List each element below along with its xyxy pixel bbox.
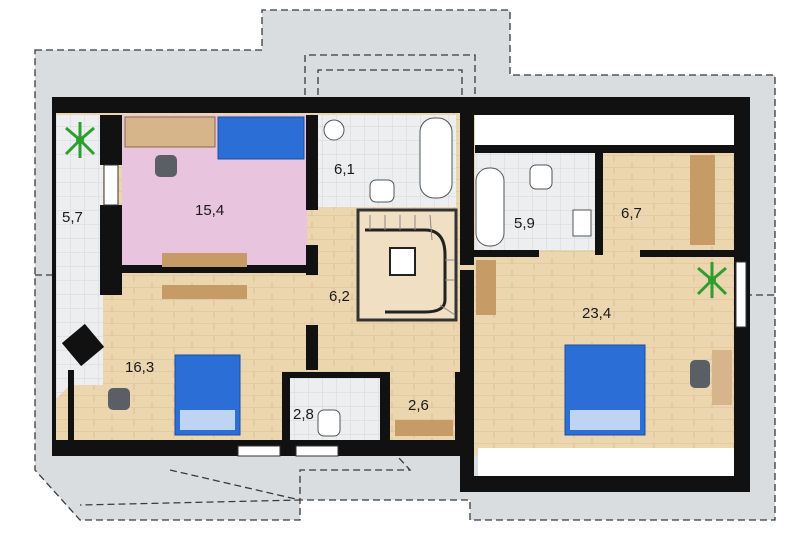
dormer-outline-2	[79, 469, 301, 506]
window	[237, 445, 281, 457]
room-area-label: 6,7	[621, 205, 642, 222]
room-area-label: 15,4	[195, 202, 224, 219]
plant-icon	[64, 122, 96, 158]
bed-left-pillows	[180, 410, 235, 430]
roof-outline-inner-2	[317, 69, 463, 95]
wardrobe-main	[476, 260, 496, 315]
bed-main-pillows	[570, 410, 640, 430]
walls	[52, 97, 750, 492]
plant-icon	[696, 262, 728, 298]
bathtub-right	[475, 167, 505, 247]
room-area-label: 6,1	[334, 161, 355, 178]
study-chair	[155, 155, 177, 177]
window	[295, 445, 339, 457]
study-shelf	[162, 253, 247, 267]
balcony-left-floor	[55, 115, 103, 400]
room-area-label: 2,8	[293, 406, 314, 423]
staircase	[356, 208, 458, 322]
room-area-label: 16,3	[125, 359, 154, 376]
study-bed	[217, 116, 305, 160]
toilet-top	[369, 179, 395, 203]
chair-left	[108, 388, 130, 410]
room-area-label: 5,7	[62, 209, 83, 226]
desk-main	[712, 350, 732, 405]
room-area-label: 2,6	[408, 397, 429, 414]
bathtub-top	[419, 117, 453, 199]
room-area-label: 5,9	[514, 215, 535, 232]
top-right-void	[475, 115, 735, 145]
toilet-right	[529, 164, 553, 190]
chair-main	[690, 360, 710, 388]
washing-machine	[323, 119, 345, 141]
bottom-right-void	[478, 448, 735, 476]
dressing-wardrobe	[690, 155, 715, 245]
roof-outline-inner	[304, 54, 476, 95]
room-area-label: 6,2	[329, 288, 350, 305]
window	[103, 164, 119, 206]
hall-shelf	[162, 285, 247, 299]
window	[735, 261, 747, 328]
sink-right	[572, 209, 592, 237]
study-desk	[124, 116, 216, 148]
toilet-wc	[317, 409, 341, 437]
storage-shelf	[395, 420, 453, 436]
room-area-label: 23,4	[582, 305, 611, 322]
